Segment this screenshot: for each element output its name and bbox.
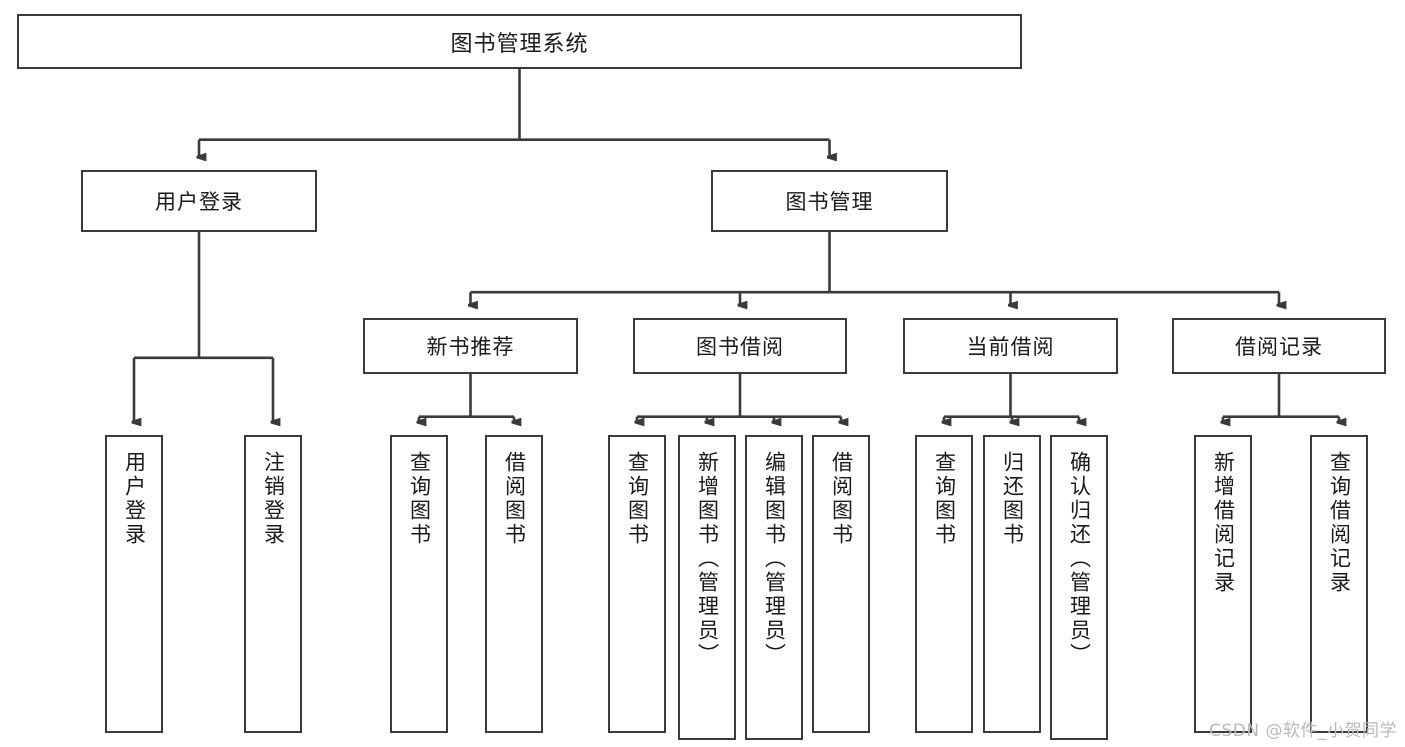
node-leaf-query-book-2[interactable]: 查询图书 [608, 435, 666, 733]
node-root-label: 图书管理系统 [450, 31, 589, 57]
node-leaf-edit-book[interactable]: 编辑图书（管理员） [745, 435, 803, 740]
node-book-borrow[interactable]: 图书借阅 [633, 318, 847, 374]
node-leaf-add-book-label: 新增图书（管理员） [695, 451, 720, 667]
node-user-login-label: 用户登录 [155, 190, 243, 214]
node-leaf-query-book-3[interactable]: 查询图书 [915, 435, 973, 733]
node-leaf-logout-label: 注销登录 [261, 451, 286, 547]
node-leaf-user-login[interactable]: 用户登录 [105, 435, 163, 733]
node-leaf-query-record[interactable]: 查询借阅记录 [1310, 435, 1368, 733]
watermark: CSDN @软件_小贺同学 [1209, 721, 1397, 741]
node-leaf-borrow-book-1-label: 借阅图书 [502, 451, 527, 547]
node-leaf-query-book-1[interactable]: 查询图书 [390, 435, 448, 733]
node-leaf-borrow-book-2-label: 借阅图书 [829, 451, 854, 547]
node-current-borrow[interactable]: 当前借阅 [903, 318, 1118, 374]
node-leaf-query-book-1-label: 查询图书 [407, 451, 432, 547]
node-leaf-add-record[interactable]: 新增借阅记录 [1194, 435, 1252, 733]
node-leaf-logout[interactable]: 注销登录 [244, 435, 302, 733]
node-leaf-confirm-return-label: 确认归还（管理员） [1067, 451, 1092, 667]
node-leaf-user-login-label: 用户登录 [122, 451, 147, 547]
node-borrow-record-label: 借阅记录 [1235, 335, 1323, 359]
node-book-borrow-label: 图书借阅 [696, 335, 784, 359]
node-leaf-return-book-label: 归还图书 [1000, 451, 1025, 547]
node-new-book-rec-label: 新书推荐 [426, 335, 515, 359]
node-book-manage[interactable]: 图书管理 [711, 170, 948, 232]
node-leaf-query-record-label: 查询借阅记录 [1327, 451, 1352, 595]
node-leaf-confirm-return[interactable]: 确认归还（管理员） [1050, 435, 1108, 740]
node-user-login[interactable]: 用户登录 [81, 170, 317, 232]
node-new-book-rec[interactable]: 新书推荐 [363, 318, 578, 374]
node-book-manage-label: 图书管理 [785, 190, 874, 214]
node-root[interactable]: 图书管理系统 [17, 14, 1022, 69]
node-leaf-add-book[interactable]: 新增图书（管理员） [678, 435, 736, 740]
node-leaf-borrow-book-2[interactable]: 借阅图书 [812, 435, 870, 733]
node-leaf-add-record-label: 新增借阅记录 [1211, 451, 1236, 595]
node-current-borrow-label: 当前借阅 [966, 335, 1055, 359]
node-leaf-return-book[interactable]: 归还图书 [983, 435, 1041, 733]
node-borrow-record[interactable]: 借阅记录 [1172, 318, 1386, 374]
node-leaf-edit-book-label: 编辑图书（管理员） [762, 451, 787, 667]
node-leaf-query-book-2-label: 查询图书 [625, 451, 650, 547]
node-leaf-borrow-book-1[interactable]: 借阅图书 [485, 435, 543, 733]
node-leaf-query-book-3-label: 查询图书 [932, 451, 957, 547]
